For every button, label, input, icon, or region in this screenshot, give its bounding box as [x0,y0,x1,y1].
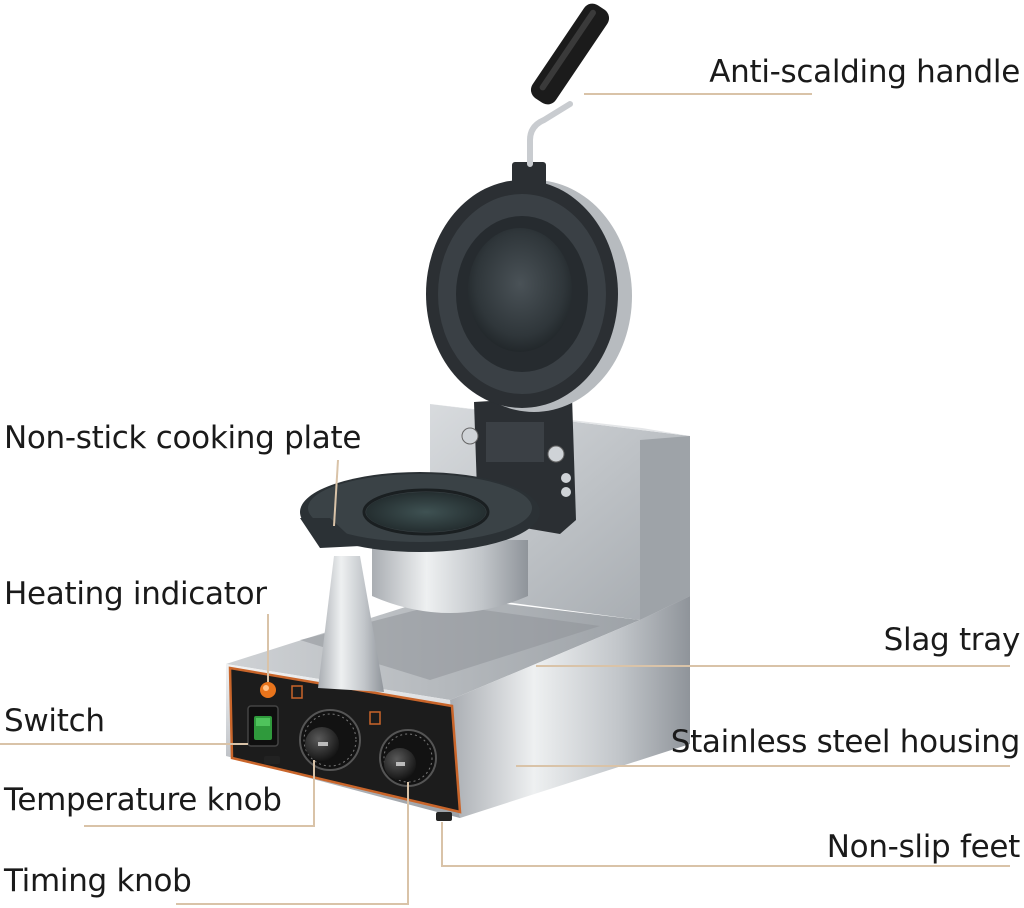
anti-scalding-handle[interactable] [527,0,613,167]
temperature-knob-label: Temperature knob [4,782,282,818]
support-post [318,556,384,692]
timer-symbol [369,711,381,725]
anti-scalding-handle-label: Anti-scalding handle [709,54,1020,90]
leader-temperature [84,760,315,827]
slag-tray-label: Slag tray [883,622,1021,658]
heating-indicator-lamp [260,682,276,698]
lower-cooking-plate [300,472,540,613]
leader-timing [176,782,409,905]
power-switch[interactable] [247,705,279,747]
non-slip-feet-label: Non-slip feet [826,829,1021,865]
upper-lid-plate [426,162,632,412]
switch-label: Switch [4,703,105,739]
leader-lines [0,93,1010,905]
heating-indicator-label: Heating indicator [4,576,267,612]
stainless-steel-housing-label: Stainless steel housing [670,724,1021,760]
timing-knob[interactable] [379,729,437,787]
temperature-knob[interactable] [299,709,361,771]
leader-feet [441,822,1010,867]
timing-knob-label: Timing knob [4,863,192,899]
leader-plate [333,459,339,527]
indicator-symbol [291,685,303,699]
non-stick-cooking-plate-label: Non-stick cooking plate [4,420,362,456]
non-slip-feet [264,756,452,821]
